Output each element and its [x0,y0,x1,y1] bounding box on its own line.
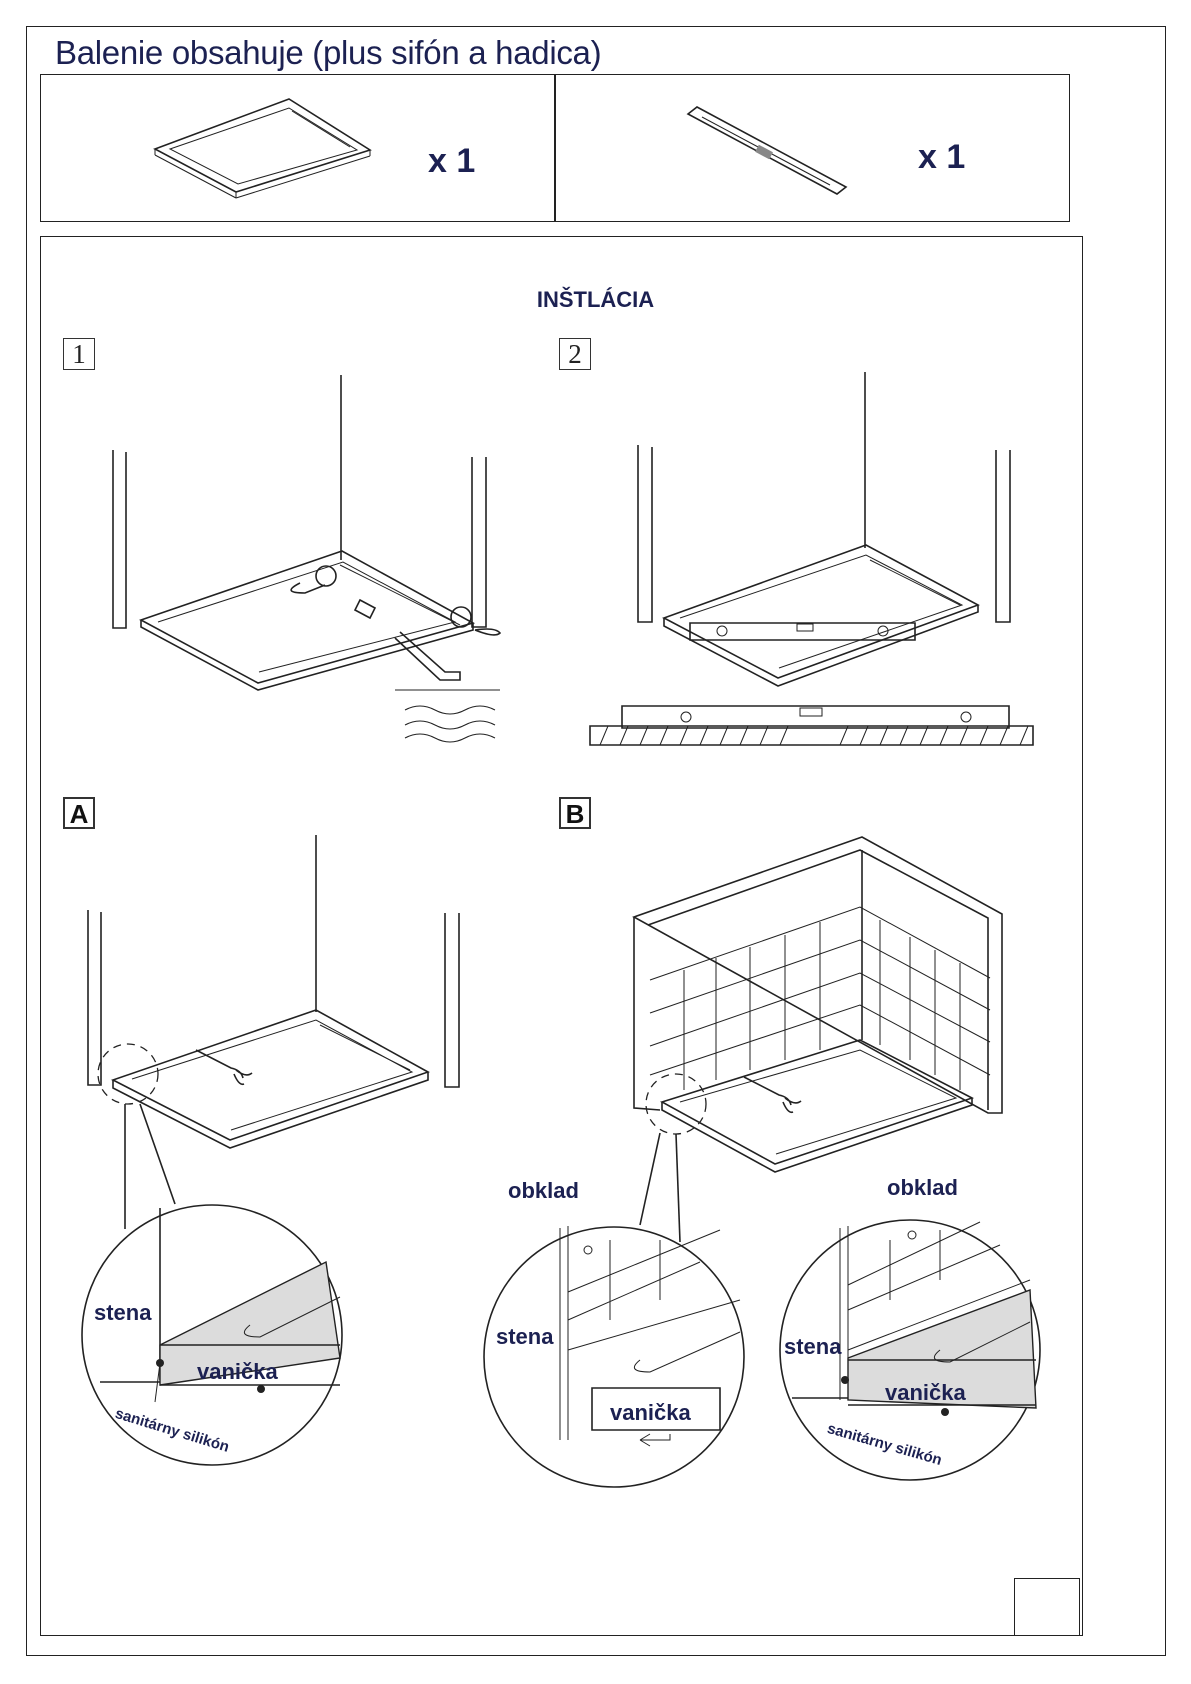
step-2-label: 2 [559,338,591,370]
drain-grate-illustration [686,106,848,195]
package-title: Balenie obsahuje (plus sifón a hadica) [55,34,602,71]
page-border [26,26,1166,1656]
step-b-illustration [483,836,1041,1488]
tray-quantity: x 1 [428,142,476,180]
label-tray-b1: vanička [610,1400,691,1425]
step-b-label: B [559,797,591,829]
step-2-illustration [589,372,1034,746]
label-wall-b2: stena [784,1334,842,1359]
step-1-illustration [112,375,502,743]
label-tiles-b2: obklad [887,1175,958,1200]
label-tiles-b1: obklad [508,1178,579,1203]
step-a-label: A [63,797,95,829]
label-wall-a: stena [94,1300,152,1325]
label-tray-b2: vanička [885,1380,966,1405]
step-1-label: 1 [63,338,95,370]
shower-tray-illustration [153,98,372,199]
page-corner-box [1014,1578,1080,1636]
label-tray-a: vanička [197,1359,278,1384]
installation-box [40,236,1083,1636]
grate-quantity: x 1 [918,138,966,176]
package-divider [554,74,556,222]
step-a-illustration [81,835,460,1466]
installation-heading: INŠTLÁCIA [536,287,655,312]
label-wall-b1: stena [496,1324,554,1349]
